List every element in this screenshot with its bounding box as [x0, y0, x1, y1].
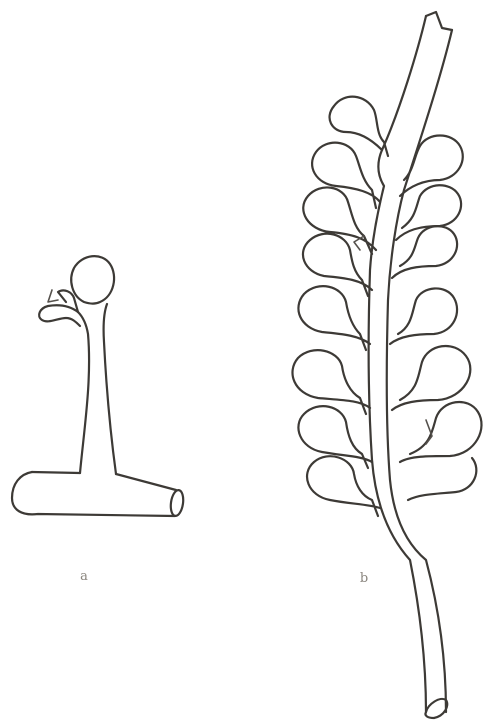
figure-b-sporangium-left-3 — [303, 187, 376, 254]
figure-b-sporangium-left-5 — [298, 286, 370, 350]
figure-b-sporangium-right-3 — [392, 226, 457, 278]
figure-a-cut-end — [169, 489, 185, 516]
figure-b-torn-tip — [426, 12, 452, 30]
figure-a-branch-right-wall — [104, 304, 116, 474]
figure-b-sporangium-right-4 — [390, 288, 457, 344]
figure-b-sporangium-left-7 — [298, 406, 372, 468]
figure-a-sporangium — [71, 256, 114, 303]
figure-b-sporangium-left-6 — [292, 350, 370, 414]
figure-b-sporangium-left-8 — [307, 456, 380, 516]
figure-a-side-notch — [48, 290, 58, 302]
figure-a: a — [12, 256, 185, 584]
figure-b-sporangium-right-6 — [400, 402, 482, 462]
figure-b-base-cut — [425, 699, 447, 718]
figure-a-branch-left-wall — [78, 312, 89, 473]
figure-b-label: b — [360, 571, 368, 586]
figure-b-sporangium-right-7 — [408, 458, 476, 500]
figure-b-collar-left — [354, 236, 364, 250]
figure-a-horizontal-tube — [12, 472, 175, 516]
figure-a-side-branch — [39, 305, 80, 326]
figure-a-horizontal-tube-top — [32, 472, 80, 473]
figure-b-sporangium-left-1 — [330, 97, 388, 156]
figure-a-label: a — [80, 569, 88, 584]
figure-a-horizontal-tube-top-right — [116, 474, 176, 490]
figure-b-sporangium-right-5 — [392, 346, 470, 410]
figure-b: b — [292, 12, 481, 718]
